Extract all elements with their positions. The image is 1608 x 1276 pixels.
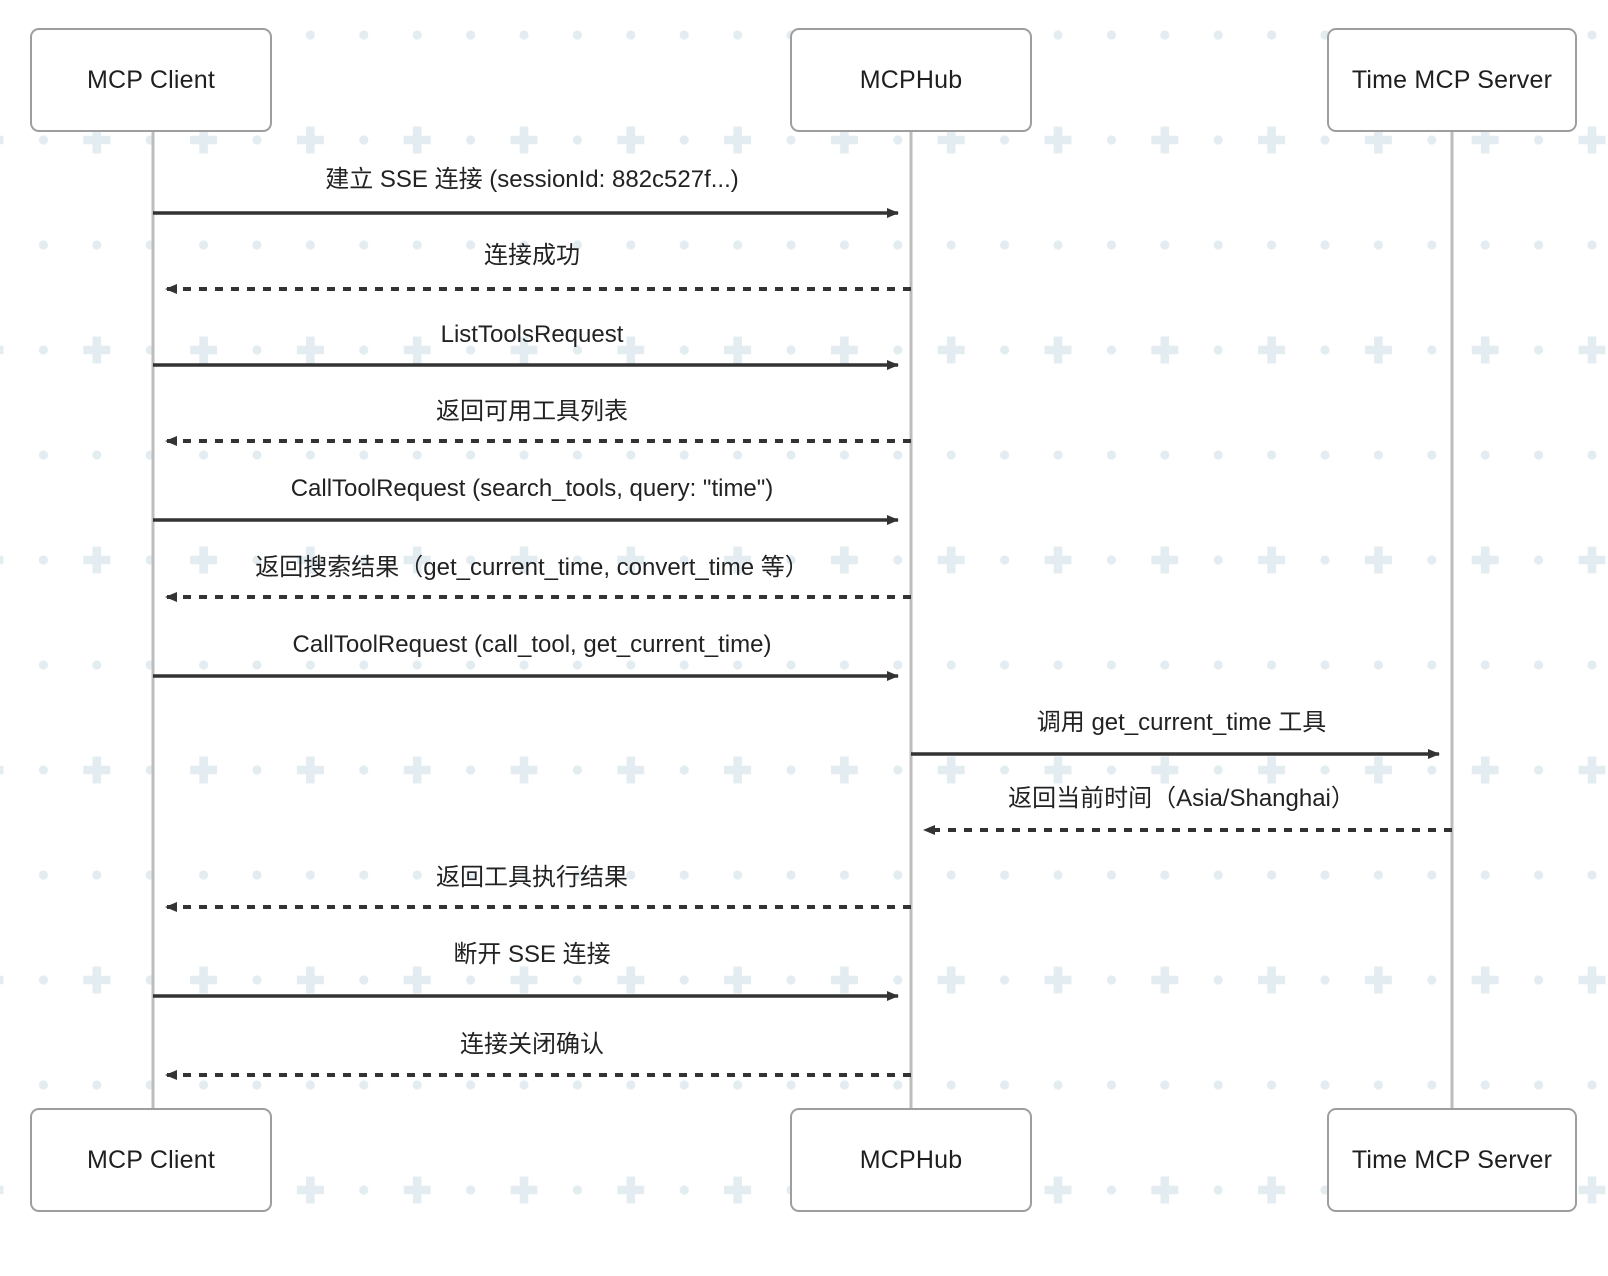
participant-label: MCPHub	[859, 65, 963, 94]
participant-box-hub-bottom: MCPHub	[790, 1108, 1032, 1212]
participant-label: MCP Client	[87, 1145, 215, 1174]
participant-box-server-bottom: Time MCP Server	[1327, 1108, 1577, 1212]
participant-box-hub-top: MCPHub	[790, 28, 1032, 132]
message-label-5: 返回搜索结果（get_current_time, convert_time 等）	[255, 554, 809, 581]
message-label-3: 返回可用工具列表	[436, 398, 628, 425]
participant-box-client-bottom: MCP Client	[30, 1108, 272, 1212]
participant-label: MCP Client	[87, 65, 215, 94]
participant-label: Time MCP Server	[1351, 65, 1553, 94]
participant-box-server-top: Time MCP Server	[1327, 28, 1577, 132]
message-label-9: 返回工具执行结果	[436, 864, 628, 891]
participant-label: MCPHub	[859, 1145, 963, 1174]
message-label-4: CallToolRequest (search_tools, query: "t…	[290, 475, 774, 502]
message-label-2: ListToolsRequest	[440, 321, 624, 348]
message-label-7: 调用 get_current_time 工具	[1036, 709, 1327, 736]
message-label-10: 断开 SSE 连接	[453, 941, 611, 968]
message-label-11: 连接关闭确认	[460, 1031, 604, 1058]
message-label-0: 建立 SSE 连接 (sessionId: 882c527f...)	[325, 166, 739, 193]
message-label-6: CallToolRequest (call_tool, get_current_…	[292, 631, 772, 658]
message-label-1: 连接成功	[484, 242, 580, 269]
participant-box-client-top: MCP Client	[30, 28, 272, 132]
participant-label: Time MCP Server	[1351, 1145, 1553, 1174]
message-label-8: 返回当前时间（Asia/Shanghai）	[1008, 785, 1355, 812]
